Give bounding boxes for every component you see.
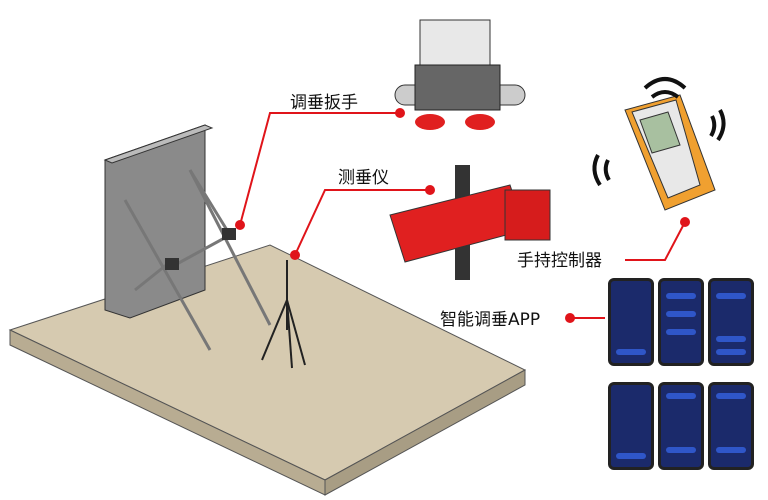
wall-panel bbox=[104, 124, 206, 319]
app-screen bbox=[608, 382, 654, 470]
label-wrench: 调垂扳手 bbox=[290, 93, 358, 113]
callout-lines bbox=[239, 112, 686, 319]
label-app: 智能调垂APP bbox=[440, 310, 541, 330]
label-controller: 手持控制器 bbox=[517, 251, 602, 271]
app-screen bbox=[608, 278, 654, 366]
brace-rods bbox=[123, 169, 272, 351]
app-screen bbox=[708, 382, 754, 470]
plumb-meter-device bbox=[389, 165, 551, 280]
concrete-slab bbox=[8, 244, 527, 481]
callout-dots bbox=[235, 108, 690, 323]
label-plumb-meter: 测垂仪 bbox=[338, 168, 389, 188]
tripod bbox=[261, 260, 306, 369]
wifi-icons bbox=[592, 77, 726, 187]
app-screen bbox=[708, 278, 754, 366]
wrench-device bbox=[394, 19, 526, 130]
app-screen bbox=[658, 382, 704, 470]
handheld-controller-device bbox=[592, 77, 726, 211]
app-screen bbox=[658, 278, 704, 366]
